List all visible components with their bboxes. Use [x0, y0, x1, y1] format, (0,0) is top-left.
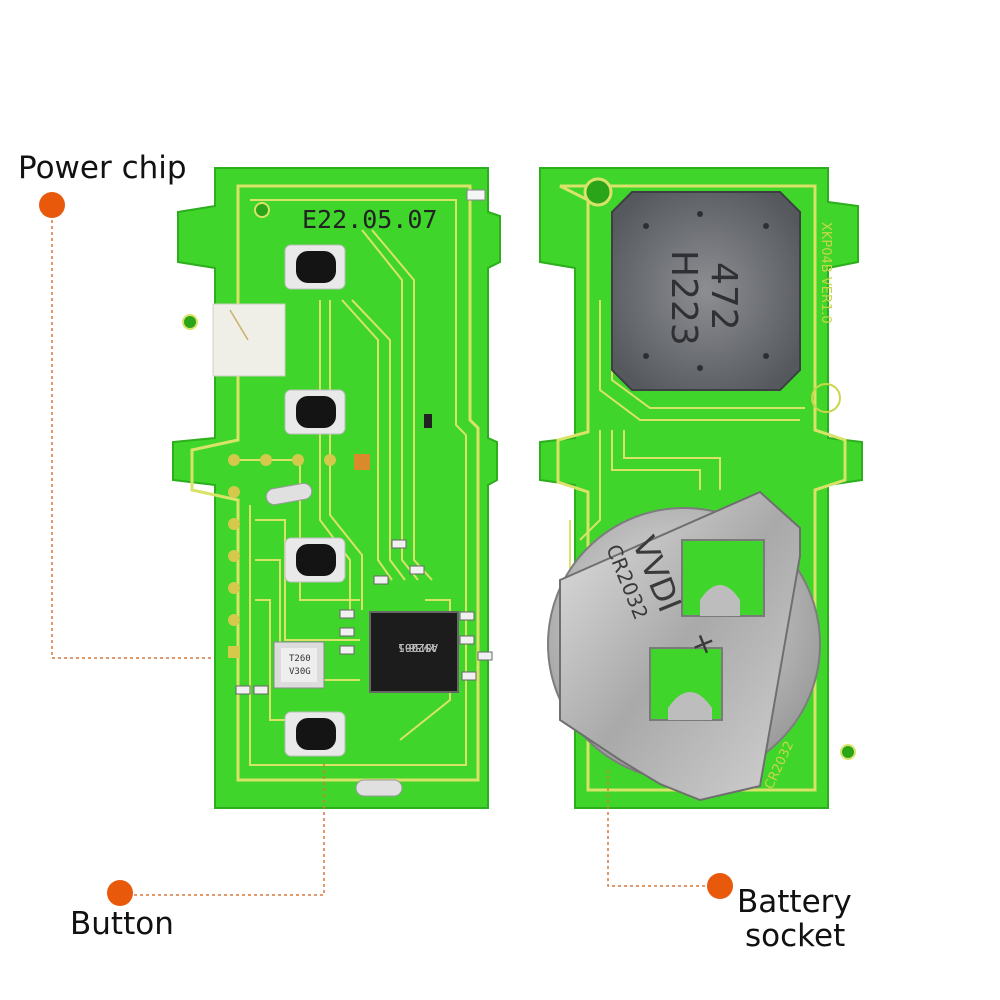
left-pcb: E22.05.07 — [172, 167, 501, 809]
board-code: XKP04B VER1.0 — [818, 222, 833, 324]
module-marking-1: 472 — [703, 262, 744, 331]
crystal-oscillator: T260 V30G — [273, 641, 325, 689]
battery-socket: VVDI CR2032 + — [559, 490, 801, 802]
battery-socket-label: Battery socket — [737, 885, 852, 953]
tact-switch — [284, 537, 346, 583]
battery-socket-dot — [707, 873, 733, 899]
battery-socket-label-line2: socket — [745, 918, 846, 954]
right-pcb: 472 H223 XKP04B VER1.0 VVDI CR2032 + CR2… — [539, 167, 863, 809]
solder-pads — [228, 454, 336, 658]
chip-marking-1: XM38 — [409, 641, 436, 654]
tact-switch — [284, 244, 346, 290]
crystal-marking-1: T260 — [289, 654, 311, 664]
logo-icon — [811, 383, 841, 413]
transponder-module: 472 H223 — [611, 191, 801, 391]
callout-dots — [39, 192, 733, 906]
power-chip-dot — [39, 192, 65, 218]
button-dot — [107, 880, 133, 906]
battery-socket-label-line1: Battery — [737, 884, 852, 920]
date-code: E22.05.07 — [302, 205, 437, 234]
smd-components — [235, 539, 493, 695]
power-chip: XM38 A52061 AS2205 — [369, 611, 459, 693]
module-marking-2: H223 — [663, 250, 704, 346]
tact-switch — [284, 389, 346, 435]
crystal-marking-2: V30G — [289, 667, 311, 677]
tact-switch — [284, 711, 346, 757]
button-label: Button — [70, 906, 174, 942]
power-chip-label: Power chip — [18, 150, 187, 186]
chip-marking-3: AS2205 — [398, 641, 438, 654]
chip-marking-2: A52061 — [398, 641, 438, 654]
callout-leaders — [51, 208, 718, 896]
